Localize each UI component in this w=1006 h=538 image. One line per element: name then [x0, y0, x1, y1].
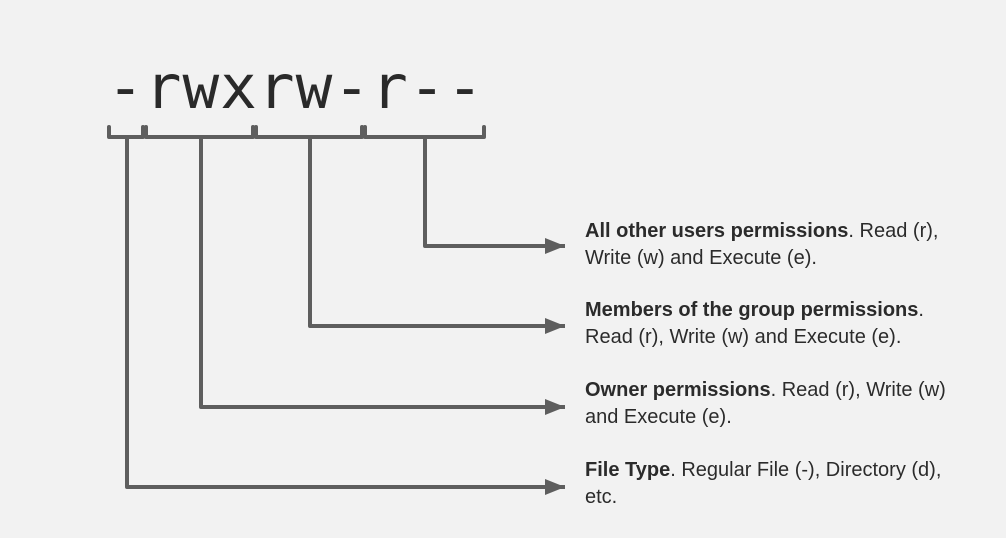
label-file-type-title: File Type: [585, 459, 671, 481]
label-owner-description: . Read (r), Write (w) and Execute (e).: [585, 379, 946, 428]
permission-string: -rwxrw-r--: [107, 52, 485, 123]
connector-group: [308, 137, 565, 328]
connector-owner: [199, 137, 565, 409]
bracket-other: [363, 125, 486, 139]
arrow-file-type: [545, 479, 565, 495]
arrow-owner: [545, 399, 565, 415]
label-group-members: Members of the group permissions. Read (…: [585, 297, 970, 351]
bracket-file-type: [107, 125, 145, 139]
arrow-group: [545, 318, 565, 334]
label-group-members-description: . Read (r), Write (w) and Execute (e).: [585, 299, 924, 348]
bracket-owner: [144, 125, 255, 139]
label-other-users: All other users permissions. Read (r), W…: [585, 218, 970, 272]
label-owner: Owner permissions. Read (r), Write (w) a…: [585, 377, 970, 431]
label-other-users-title: All other users permissions: [585, 220, 849, 242]
connector-file-type: [125, 137, 565, 489]
bracket-group: [254, 125, 364, 139]
label-owner-title: Owner permissions: [585, 379, 771, 401]
label-file-type: File Type. Regular File (-), Directory (…: [585, 457, 970, 511]
label-other-users-description: . Read (r), Write (w) and Execute (e).: [585, 220, 939, 269]
arrow-other: [545, 238, 565, 254]
connector-other: [423, 137, 565, 248]
label-group-members-title: Members of the group permissions: [585, 299, 919, 321]
label-file-type-description: . Regular File (-), Directory (d), etc.: [585, 459, 942, 508]
